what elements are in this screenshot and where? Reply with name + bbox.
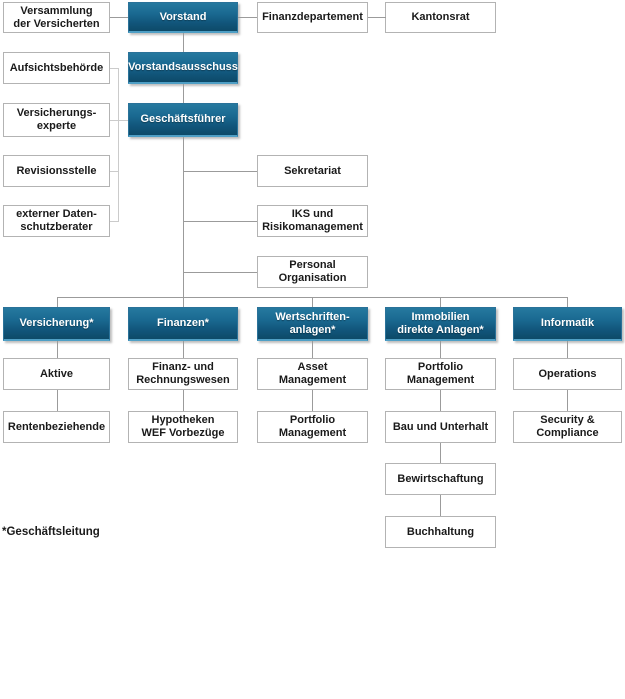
- node-finanzdepartement: Finanzdepartement: [257, 2, 368, 33]
- connector: [118, 68, 119, 221]
- connector: [567, 297, 568, 307]
- connector: [183, 137, 184, 307]
- connector: [183, 171, 257, 172]
- connector: [368, 17, 386, 18]
- node-rentenbeziehende: Rentenbeziehende: [3, 411, 110, 443]
- connector: [183, 390, 184, 411]
- node-aktive: Aktive: [3, 358, 110, 390]
- connector: [440, 390, 441, 411]
- node-informatik: Informatik: [513, 307, 622, 341]
- node-bau-und-unterhalt: Bau und Unterhalt: [385, 411, 496, 443]
- connector: [312, 341, 313, 358]
- node-versicherungsexperte: Versicherungs- experte: [3, 103, 110, 137]
- connector: [238, 17, 257, 18]
- connector: [110, 120, 128, 121]
- node-buchhaltung: Buchhaltung: [385, 516, 496, 548]
- node-aufsichtsbehoerde: Aufsichtsbehörde: [3, 52, 110, 84]
- node-vorstandsausschuss: Vorstandsausschuss: [128, 52, 238, 84]
- node-iks-risikomanagement: IKS und Risikomanagement: [257, 205, 368, 237]
- node-hypotheken-wef: Hypotheken WEF Vorbezüge: [128, 411, 238, 443]
- connector: [567, 341, 568, 358]
- node-wertschriftenanlagen: Wertschriften- anlagen*: [257, 307, 368, 341]
- connector: [312, 390, 313, 411]
- connector: [110, 171, 119, 172]
- node-vorstand: Vorstand: [128, 2, 238, 33]
- connector: [57, 297, 58, 307]
- node-operations: Operations: [513, 358, 622, 390]
- node-portfolio-management-wertschriften: Portfolio Management: [257, 411, 368, 443]
- connector: [567, 390, 568, 411]
- connector: [440, 443, 441, 463]
- connector: [312, 297, 313, 307]
- connector: [183, 84, 184, 103]
- node-sekretariat: Sekretariat: [257, 155, 368, 187]
- footnote-geschaeftsleitung: *Geschäftsleitung: [2, 526, 100, 538]
- node-revisionsstelle: Revisionsstelle: [3, 155, 110, 187]
- node-geschaeftsfuehrer: Geschäftsführer: [128, 103, 238, 137]
- node-immobilien-direkte-anlagen: Immobilien direkte Anlagen*: [385, 307, 496, 341]
- connector: [440, 297, 441, 307]
- node-finanz-rechnungswesen: Finanz- und Rechnungswesen: [128, 358, 238, 390]
- node-security-compliance: Security & Compliance: [513, 411, 622, 443]
- connector: [183, 33, 184, 52]
- connector: [183, 221, 257, 222]
- node-asset-management: Asset Management: [257, 358, 368, 390]
- node-portfolio-management-immobilien: Portfolio Management: [385, 358, 496, 390]
- connector: [440, 341, 441, 358]
- connector: [183, 272, 257, 273]
- node-versicherung: Versicherung*: [3, 307, 110, 341]
- node-kantonsrat: Kantonsrat: [385, 2, 496, 33]
- node-bewirtschaftung: Bewirtschaftung: [385, 463, 496, 495]
- connector: [57, 390, 58, 411]
- node-versammlung-der-versicherten: Versammlung der Versicherten: [3, 2, 110, 33]
- connector: [110, 17, 128, 18]
- connector: [110, 68, 119, 69]
- connector: [183, 341, 184, 358]
- node-externer-datenschutzberater: externer Daten- schutzberater: [3, 205, 110, 237]
- connector: [110, 221, 119, 222]
- connector: [440, 495, 441, 516]
- connector: [57, 341, 58, 358]
- node-personal-organisation: Personal Organisation: [257, 256, 368, 288]
- node-finanzen: Finanzen*: [128, 307, 238, 341]
